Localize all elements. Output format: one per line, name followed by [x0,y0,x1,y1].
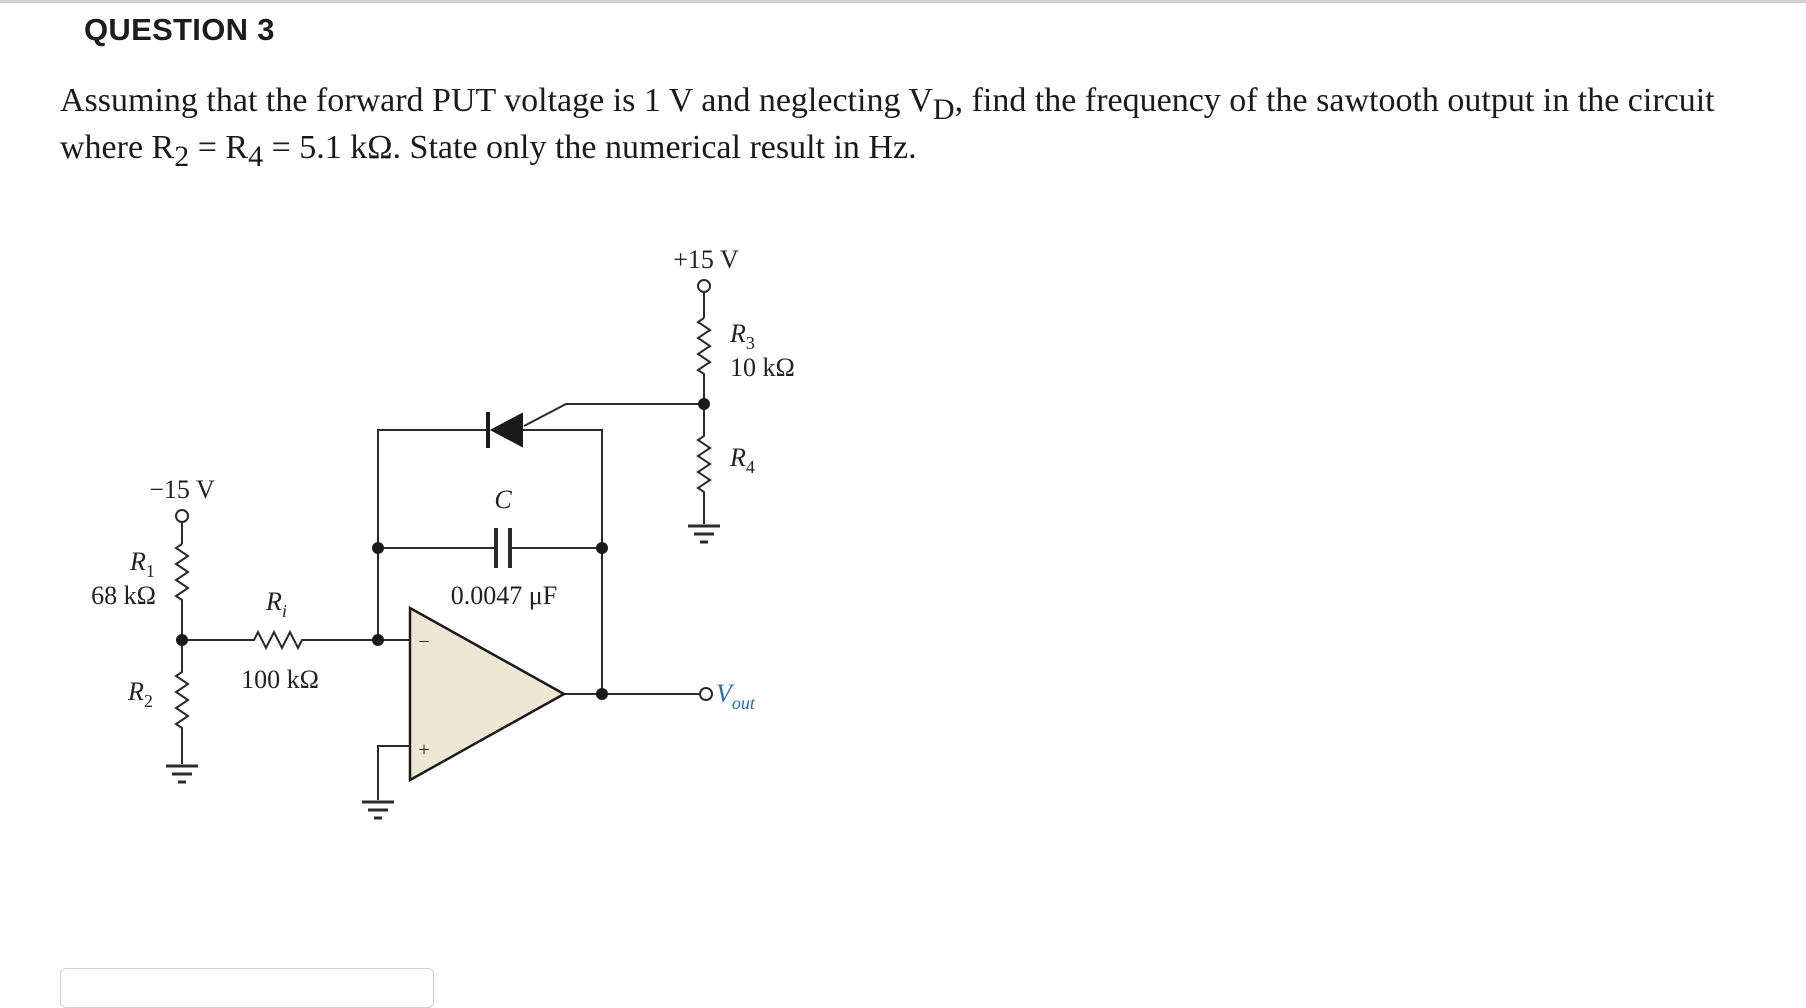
r4-resistor [696,404,712,524]
question-sub-4: 4 [248,140,264,173]
minus-supply-label: −15 V [149,475,215,504]
ground-symbol-r2 [166,764,198,784]
ground-symbol-opamp [362,800,394,820]
top-divider [0,0,1806,3]
vout-label: Vout [716,679,756,713]
minus-supply-terminal [175,509,189,523]
r4-label: R4 [729,443,755,477]
opamp-minus-sign: − [418,631,429,653]
circuit-wires [166,279,720,820]
question-text-part3: = R [189,129,249,166]
op-amp-triangle [408,605,567,783]
ri-label: Ri [265,587,287,621]
r1-label: R1 [129,547,155,581]
question-text: Assuming that the forward PUT voltage is… [60,78,1780,173]
ri-resistor [182,629,310,651]
question-sub-d: D [932,93,955,126]
plus-supply-label: +15 V [673,245,739,274]
question-text-part2: , find the frequency of the sawtooth out… [60,82,1715,166]
r3-label: R3 [729,319,755,353]
question-title: QUESTION 3 [84,12,275,47]
answer-input[interactable] [60,968,434,1008]
r1-resistor [174,543,190,640]
junction-dots [176,398,710,700]
r3-resistor [696,317,712,404]
question-sub-2: 2 [174,140,190,173]
r3-value-label: 10 kΩ [730,353,795,382]
r2-label: R2 [127,677,153,711]
question-text-part4: = 5.1 kΩ. State only the numerical resul… [263,129,917,166]
ground-symbol-r4 [688,524,720,544]
put-diode [486,412,523,448]
capacitor-label: C [494,485,512,514]
vout-terminal [699,687,713,701]
plus-supply-terminal [697,279,711,293]
question-text-part1: Assuming that the forward PUT voltage is… [60,82,933,119]
capacitor-value-label: 0.0047 μF [451,581,557,610]
r1-value-label: 68 kΩ [91,581,156,610]
r2-resistor [174,640,190,764]
opamp-plus-sign: + [418,739,429,761]
ri-value-label: 100 kΩ [241,665,319,694]
